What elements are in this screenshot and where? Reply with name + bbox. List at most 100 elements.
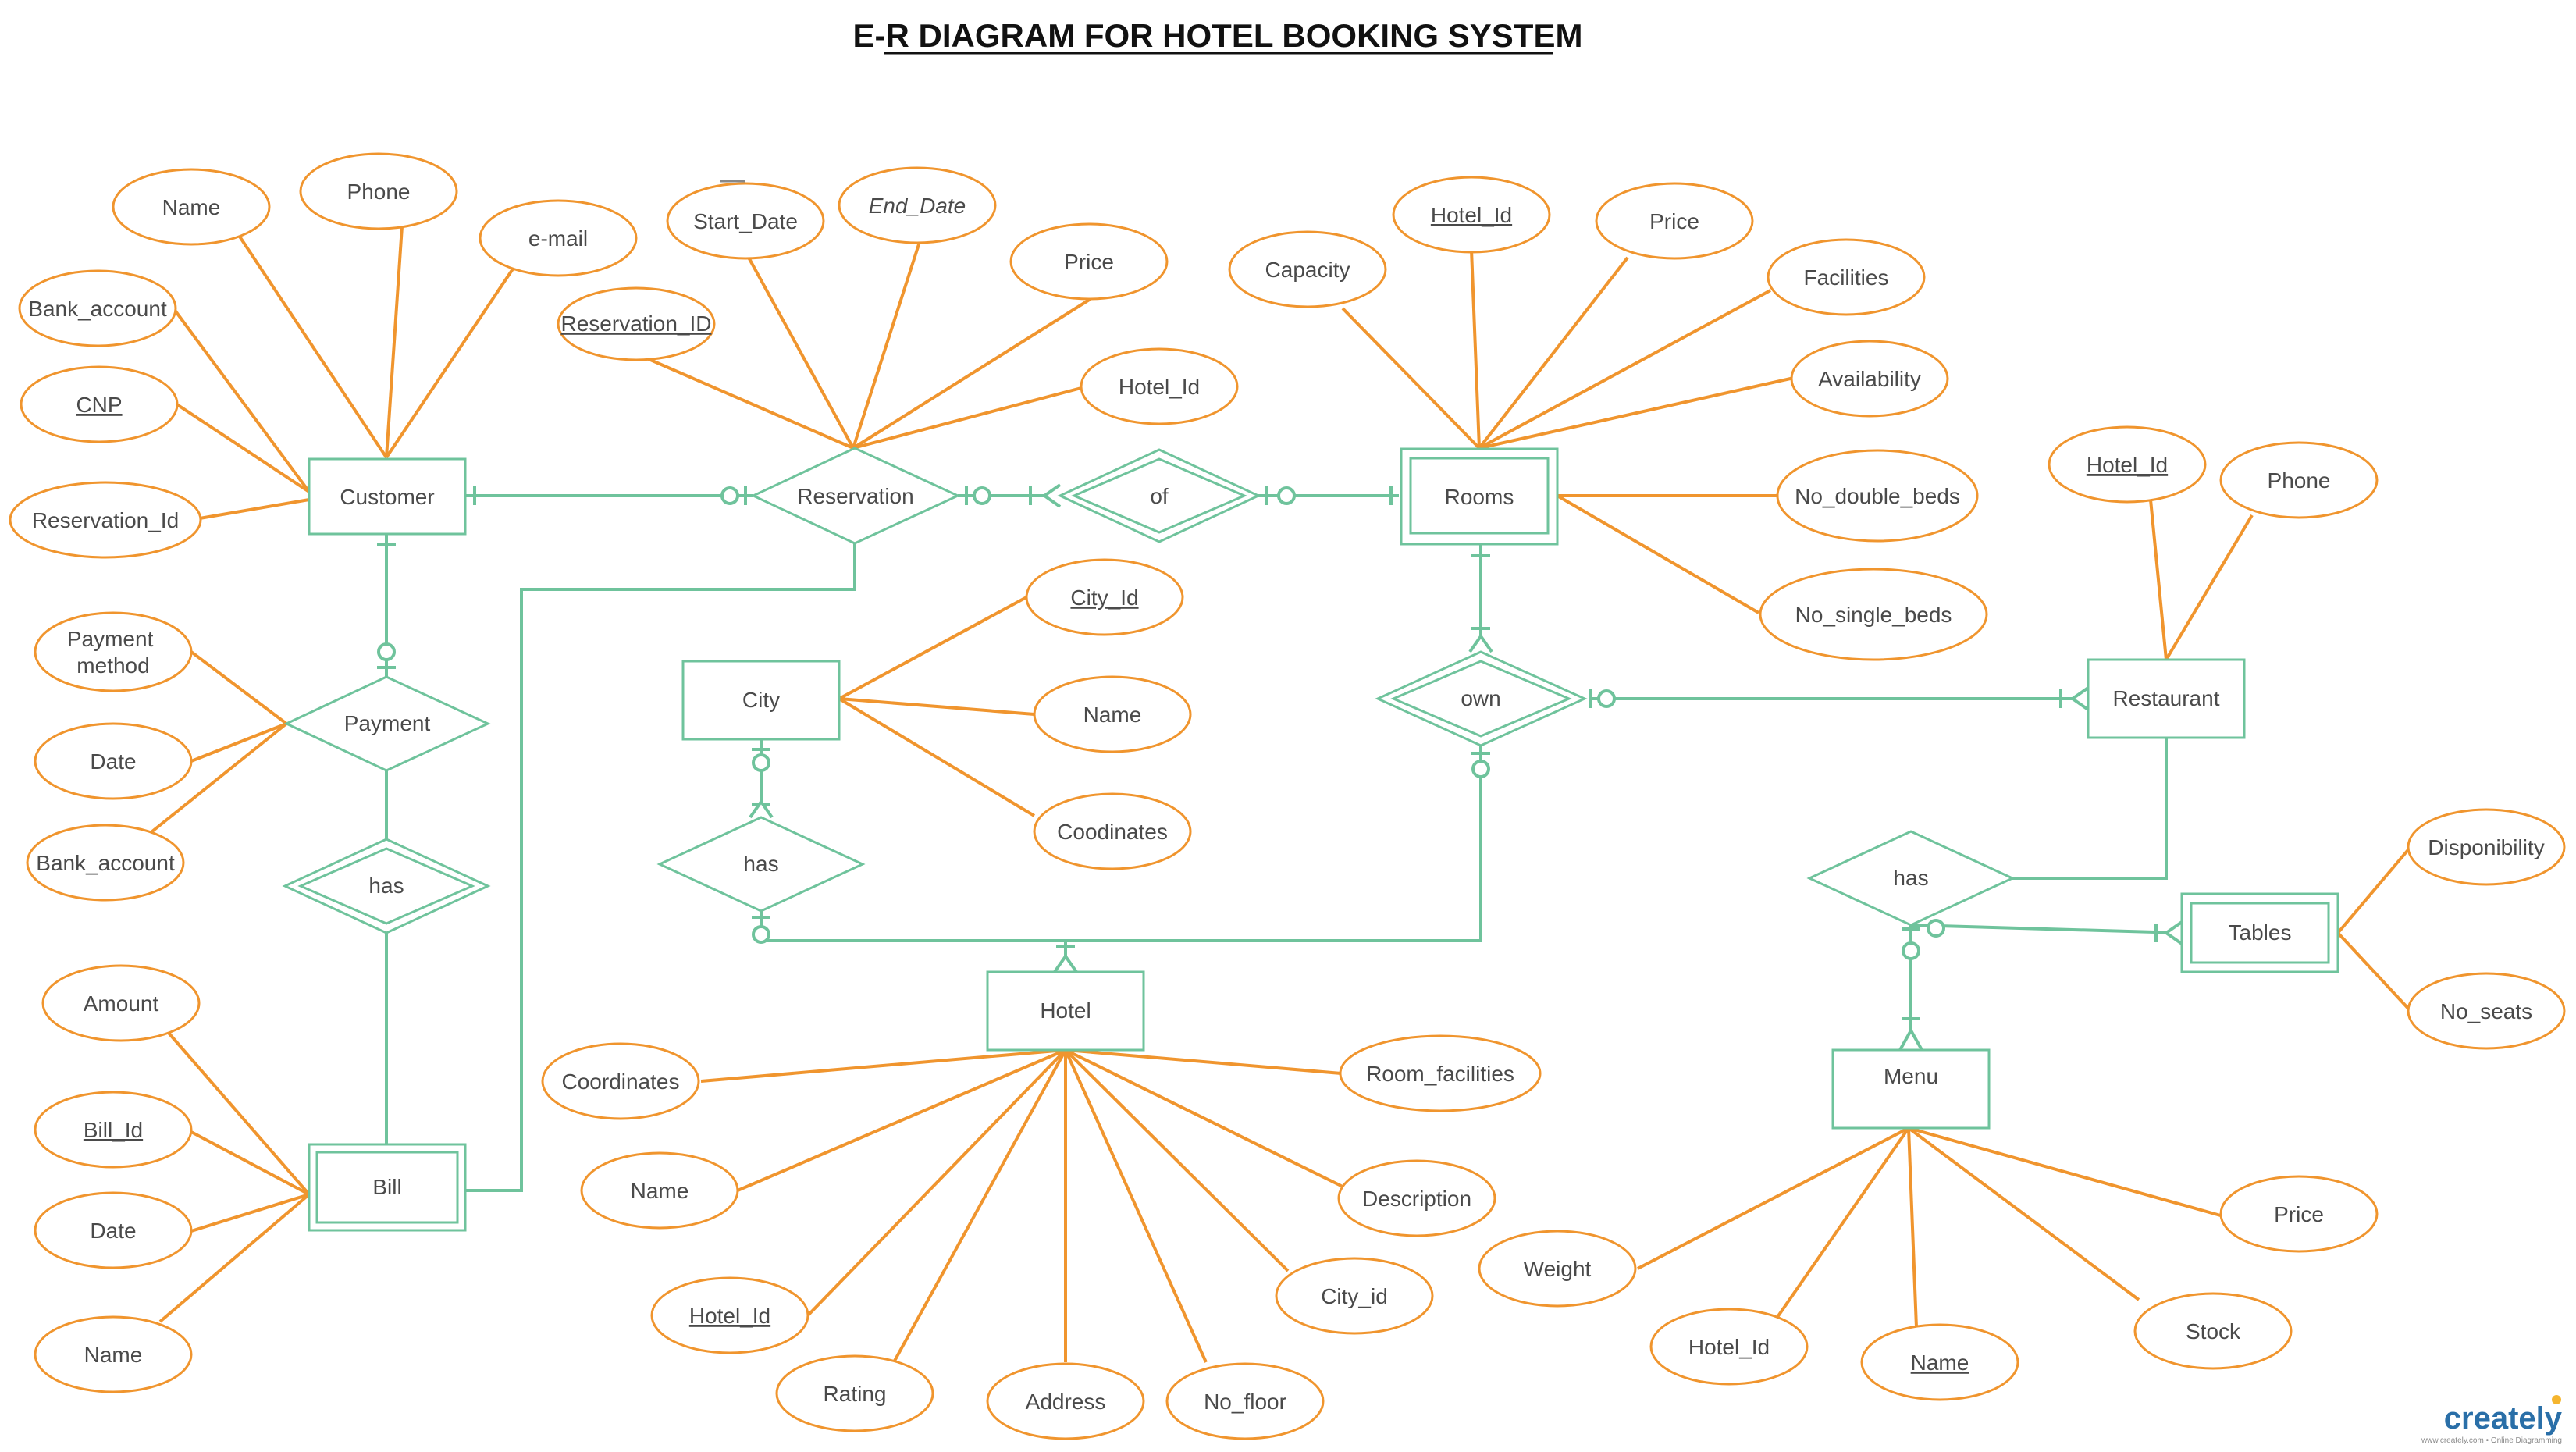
attr-customer-reservation-id[interactable]: Reservation_Id bbox=[9, 481, 202, 559]
attr-bill-id[interactable]: Bill_Id bbox=[34, 1091, 193, 1169]
svg-text:Facilities: Facilities bbox=[1804, 265, 1889, 290]
svg-text:Price: Price bbox=[1064, 250, 1114, 274]
entity-restaurant[interactable]: Restaurant bbox=[2087, 658, 2246, 739]
svg-text:Room_facilities: Room_facilities bbox=[1366, 1062, 1514, 1086]
attr-payment-date[interactable]: Date bbox=[34, 722, 193, 800]
entity-bill[interactable]: Bill bbox=[308, 1143, 467, 1232]
attr-customer-cnp[interactable]: CNP bbox=[20, 365, 179, 443]
svg-text:Price: Price bbox=[1649, 209, 1699, 233]
attr-customer-bank-account[interactable]: Bank_account bbox=[18, 269, 177, 347]
relationship-has-bill[interactable]: has bbox=[282, 838, 491, 934]
attr-menu-price[interactable]: Price bbox=[2219, 1175, 2379, 1253]
attr-payment-bank-account[interactable]: Bank_account bbox=[26, 824, 185, 902]
attr-bill-name[interactable]: Name bbox=[34, 1315, 193, 1393]
svg-text:Bank_account: Bank_account bbox=[28, 297, 167, 321]
attr-rooms-facilities[interactable]: Facilities bbox=[1767, 238, 1926, 316]
attr-restaurant-hotel-id[interactable]: Hotel_Id bbox=[2048, 425, 2207, 504]
attr-menu-stock[interactable]: Stock bbox=[2133, 1292, 2293, 1370]
attr-hotel-name[interactable]: Name bbox=[580, 1151, 739, 1230]
svg-text:CNP: CNP bbox=[76, 393, 122, 417]
svg-text:Name: Name bbox=[631, 1179, 689, 1203]
entity-tables-label: Tables bbox=[2229, 920, 2292, 945]
attr-city-name[interactable]: Name bbox=[1033, 675, 1192, 753]
entity-rooms-label: Rooms bbox=[1445, 485, 1514, 509]
relationship-of[interactable]: of bbox=[1057, 448, 1261, 543]
attr-hotel-description[interactable]: Description bbox=[1337, 1159, 1496, 1237]
attr-menu-name[interactable]: Name bbox=[1860, 1323, 2019, 1401]
attr-hotel-coordinates[interactable]: Coordinates bbox=[541, 1042, 700, 1120]
attr-reservation-price[interactable]: Price bbox=[1009, 222, 1169, 301]
attr-rooms-no-double-beds[interactable]: No_double_beds bbox=[1776, 449, 1979, 543]
svg-text:Name: Name bbox=[84, 1343, 143, 1367]
relationship-payment[interactable]: Payment bbox=[283, 675, 491, 772]
entity-bill-label: Bill bbox=[372, 1175, 401, 1199]
relationship-own[interactable]: own bbox=[1375, 650, 1588, 747]
attr-hotel-rating[interactable]: Rating bbox=[775, 1354, 934, 1432]
svg-text:Hotel_Id: Hotel_Id bbox=[1431, 203, 1512, 227]
svg-text:No_single_beds: No_single_beds bbox=[1795, 603, 1952, 627]
entity-city[interactable]: City bbox=[681, 660, 841, 741]
attr-tables-disponibility[interactable]: Disponibility bbox=[2407, 808, 2566, 886]
attr-reservation-start-date[interactable]: Start_Date bbox=[666, 182, 825, 260]
attr-reservation-hotel-id[interactable]: Hotel_Id bbox=[1080, 347, 1239, 425]
cardinality-marks bbox=[377, 483, 2183, 1051]
svg-text:Coordinates: Coordinates bbox=[562, 1069, 680, 1094]
attr-rooms-capacity[interactable]: Capacity bbox=[1228, 230, 1387, 308]
attr-customer-email[interactable]: e-mail bbox=[479, 199, 638, 277]
attr-rooms-price[interactable]: Price bbox=[1595, 182, 1754, 260]
svg-text:Start_Date: Start_Date bbox=[693, 209, 798, 233]
relationship-has-bill-label: has bbox=[368, 874, 404, 898]
attr-hotel-id[interactable]: Hotel_Id bbox=[650, 1276, 809, 1354]
attr-restaurant-phone[interactable]: Phone bbox=[2219, 441, 2379, 519]
attr-rooms-no-single-beds[interactable]: No_single_beds bbox=[1759, 568, 1988, 661]
svg-text:Disponibility: Disponibility bbox=[2428, 835, 2544, 859]
svg-text:Reservation_ID: Reservation_ID bbox=[561, 311, 712, 336]
attr-menu-weight[interactable]: Weight bbox=[1478, 1230, 1637, 1308]
attr-customer-phone[interactable]: Phone bbox=[299, 152, 458, 230]
entity-customer[interactable]: Customer bbox=[308, 457, 467, 536]
attr-tables-no-seats[interactable]: No_seats bbox=[2407, 972, 2566, 1050]
svg-text:City_id: City_id bbox=[1321, 1284, 1388, 1308]
svg-text:Price: Price bbox=[2274, 1202, 2324, 1226]
attr-reservation-id[interactable]: Reservation_ID bbox=[557, 286, 716, 361]
entity-tables[interactable]: Tables bbox=[2180, 892, 2339, 973]
entity-menu-label: Menu bbox=[1884, 1064, 1938, 1088]
svg-text:Name: Name bbox=[1083, 703, 1142, 727]
attr-bill-amount[interactable]: Amount bbox=[41, 964, 201, 1042]
attr-rooms-availability[interactable]: Availability bbox=[1790, 340, 1949, 418]
relationship-has-restaurant[interactable]: has bbox=[1806, 830, 2016, 927]
svg-text:Bank_account: Bank_account bbox=[36, 851, 175, 875]
svg-text:Availability: Availability bbox=[1818, 367, 1921, 391]
svg-text:Coodinates: Coodinates bbox=[1057, 820, 1168, 844]
svg-text:Address: Address bbox=[1026, 1390, 1106, 1414]
attr-menu-hotel-id[interactable]: Hotel_Id bbox=[1649, 1308, 1809, 1386]
svg-text:No_seats: No_seats bbox=[2440, 999, 2532, 1023]
relationship-reservation[interactable]: Reservation bbox=[750, 447, 961, 545]
svg-text:City_Id: City_Id bbox=[1070, 585, 1138, 610]
svg-text:Name: Name bbox=[1911, 1351, 1969, 1375]
svg-text:Bill_Id: Bill_Id bbox=[84, 1118, 143, 1142]
entity-city-label: City bbox=[742, 688, 780, 712]
attr-city-id[interactable]: City_Id bbox=[1025, 558, 1184, 636]
attr-hotel-no-floor[interactable]: No_floor bbox=[1165, 1362, 1325, 1440]
attr-payment-method[interactable]: Payment method bbox=[34, 611, 193, 692]
attr-hotel-address[interactable]: Address bbox=[986, 1362, 1145, 1440]
attr-customer-name[interactable]: Name bbox=[112, 168, 271, 246]
relationship-has-city[interactable]: has bbox=[656, 816, 866, 913]
entity-rooms[interactable]: Rooms bbox=[1400, 447, 1559, 546]
attr-rooms-hotel-id[interactable]: Hotel_Id bbox=[1392, 176, 1551, 254]
attr-bill-date[interactable]: Date bbox=[34, 1191, 193, 1269]
entity-menu[interactable]: Menu bbox=[1831, 1048, 1991, 1130]
entity-hotel[interactable]: Hotel bbox=[986, 970, 1145, 1052]
attr-hotel-city-id[interactable]: City_id bbox=[1275, 1257, 1434, 1335]
svg-text:Phone: Phone bbox=[2268, 468, 2331, 493]
relationship-own-label: own bbox=[1461, 686, 1500, 710]
relationship-has-city-label: has bbox=[743, 852, 778, 876]
creately-logo-text: creately bbox=[2444, 1401, 2563, 1436]
attr-city-coordinates[interactable]: Coodinates bbox=[1033, 792, 1192, 870]
attr-reservation-end-date[interactable]: End_Date bbox=[838, 166, 997, 244]
svg-text:Capacity: Capacity bbox=[1265, 258, 1350, 282]
svg-text:Reservation_Id: Reservation_Id bbox=[32, 508, 179, 532]
attr-hotel-room-facilities[interactable]: Room_facilities bbox=[1339, 1034, 1542, 1112]
